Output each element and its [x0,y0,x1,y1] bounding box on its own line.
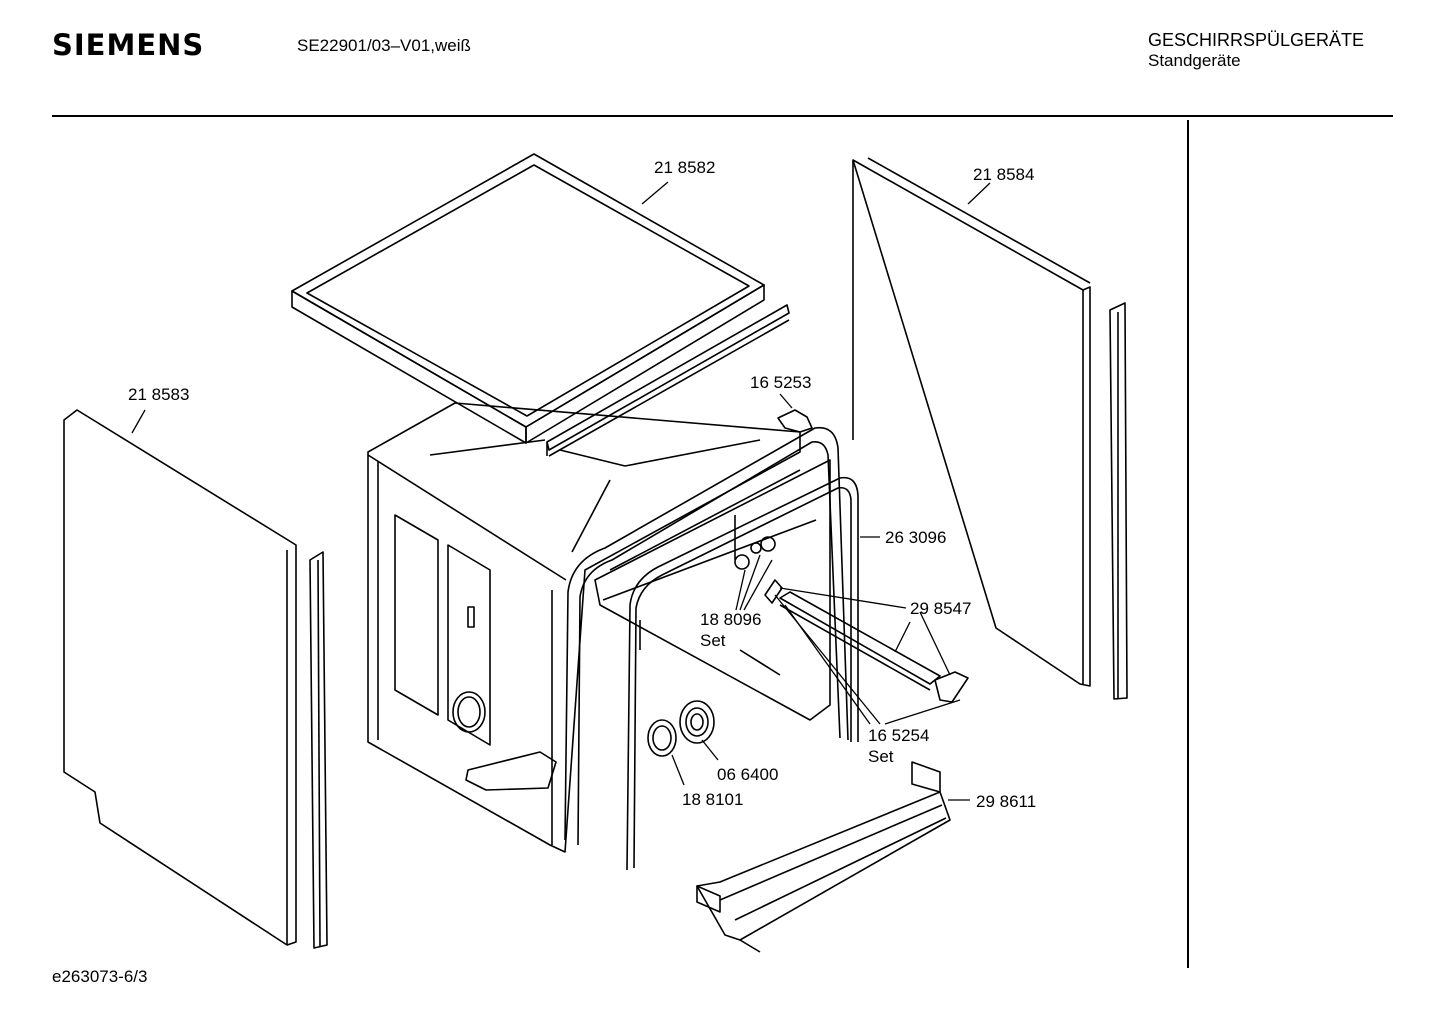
grommet-small-part [647,719,677,757]
top-cover-part [291,153,765,444]
label-door-seal: 26 3096 [885,528,947,547]
label-side-panel-left: 21 8583 [128,385,190,404]
label-fastener-set-note: Set [700,631,726,650]
rear-rail-part [546,304,790,457]
model-number: SE22901/03–V01,weiß [297,36,471,55]
hinge-bar-part [779,591,969,703]
side-panel-right-part [852,157,1091,687]
category-title: GESCHIRRSPÜLGERÄTE [1148,30,1365,50]
drawing-id: e263073-6/3 [52,967,148,986]
grommet-large-part [679,700,715,744]
label-fastener-set: 18 8096 [700,610,762,629]
leader-lines [131,181,991,801]
cabinet-body [367,402,831,853]
label-grommet-large: 06 6400 [717,765,779,784]
door-seal-part [564,426,859,871]
brand-logo: SIEMENS [52,28,205,62]
fastener-part [734,536,783,604]
base-plinth-part [696,761,951,953]
trim-strip-right-part [1109,302,1128,700]
label-side-panel-right: 21 8584 [973,165,1035,184]
subcategory-title: Standgeräte [1148,51,1241,70]
label-clip: 16 5253 [750,373,812,392]
clip-part [777,409,813,433]
side-panel-left-part [63,409,297,946]
label-base-plinth: 29 8611 [976,792,1037,811]
label-bracket-set-note: Set [868,747,894,766]
label-grommet-small: 18 8101 [682,790,744,809]
label-top-cover: 21 8582 [654,158,716,177]
trim-strip-left-part [309,551,328,949]
label-hinge-bar: 29 8547 [910,599,972,618]
label-bracket-set: 16 5254 [868,726,930,745]
